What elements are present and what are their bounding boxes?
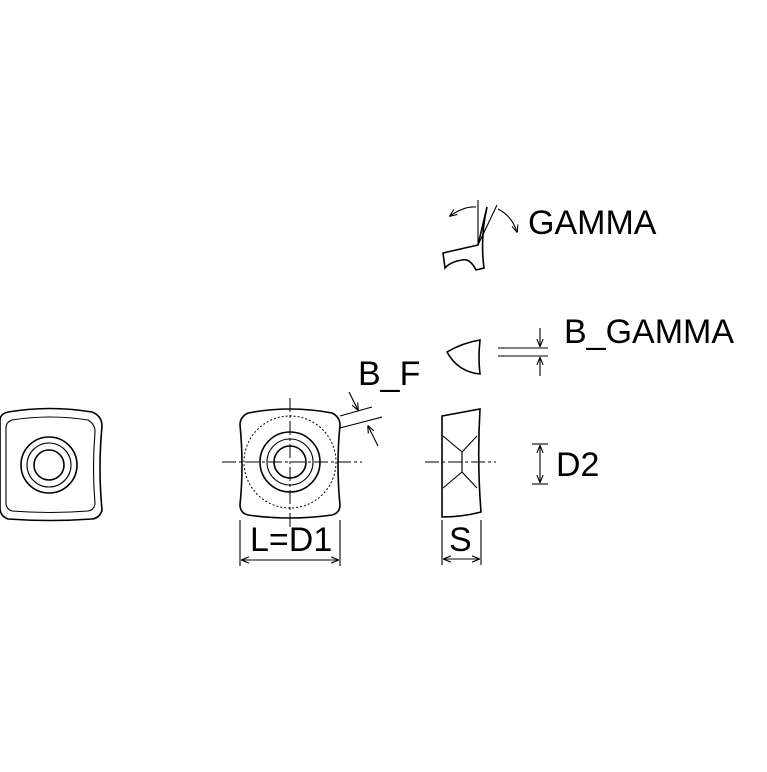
b-f-dimension	[339, 391, 383, 447]
s-dimension	[441, 520, 482, 565]
b-f-label: B_F	[358, 355, 420, 393]
s-label: S	[449, 521, 472, 559]
d2-label: D2	[556, 446, 599, 484]
gamma-detail	[442, 200, 517, 271]
b-gamma-dimension	[498, 328, 548, 376]
d2-dimension	[532, 443, 548, 485]
l-d1-dimension	[239, 520, 341, 566]
insert-left-view	[0, 407, 103, 522]
l-d1-label: L=D1	[250, 521, 332, 559]
insert-side-view	[425, 408, 496, 518]
chamfer-detail	[445, 339, 481, 375]
b-gamma-label: B_GAMMA	[564, 313, 734, 351]
gamma-label: GAMMA	[528, 204, 657, 242]
insert-front-view	[222, 398, 362, 530]
